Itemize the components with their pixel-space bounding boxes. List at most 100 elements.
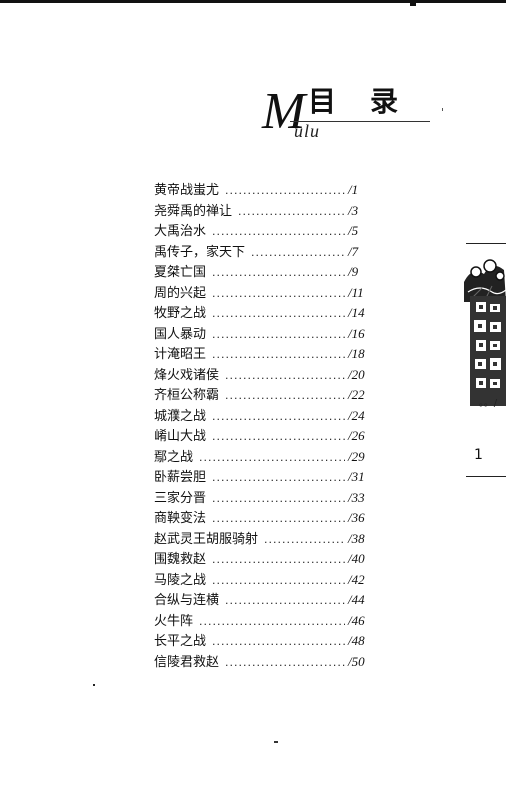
- toc-leader-dots: ........................................…: [212, 635, 345, 648]
- toc-entry[interactable]: 鄢之战.....................................…: [154, 447, 374, 468]
- toc-entry[interactable]: 烽火戏诸侯...................................…: [154, 365, 374, 386]
- toc-entry[interactable]: 三家分晋....................................…: [154, 488, 374, 509]
- print-speck: [93, 684, 95, 686]
- heading-underline: [290, 121, 430, 122]
- toc-entry[interactable]: 卧薪尝胆....................................…: [154, 467, 374, 488]
- toc-leader-dots: ........................................…: [225, 389, 345, 402]
- toc-entry[interactable]: 牧野之战....................................…: [154, 303, 374, 324]
- print-speck: [274, 741, 278, 743]
- toc-entry-title: 信陵君救赵: [154, 654, 220, 670]
- toc-entry-page: /46: [348, 612, 365, 628]
- toc-entry-title: 赵武灵王胡服骑射: [154, 531, 259, 547]
- toc-entry-title: 鄢之战: [154, 449, 194, 465]
- toc-leader-dots: ........................................…: [212, 266, 345, 279]
- heading-initial: M: [262, 83, 306, 140]
- toc-entry-page: /36: [348, 510, 365, 525]
- toc-leader-dots: ........................................…: [212, 512, 345, 525]
- toc-entry[interactable]: 国人暴动....................................…: [154, 324, 374, 345]
- toc-entry-title: 黄帝战蚩尤: [154, 183, 220, 198]
- toc-entry[interactable]: 商鞅变法....................................…: [154, 508, 374, 529]
- toc-leader-dots: ........................................…: [212, 307, 345, 320]
- toc-entry-title: 三家分晋: [154, 490, 207, 506]
- toc-entry-page: /16: [348, 325, 365, 341]
- toc-entry-page: /44: [348, 592, 365, 607]
- toc-entry[interactable]: 马陵之战....................................…: [154, 570, 374, 591]
- toc-entry-title: 国人暴动: [154, 326, 207, 342]
- toc-entry[interactable]: 大禹治水....................................…: [154, 221, 374, 242]
- flower-ornament-icon: [464, 259, 506, 302]
- side-rule-top: [466, 243, 506, 244]
- toc-entry-title: 大禹治水: [154, 224, 207, 239]
- toc-leader-dots: ........................................…: [212, 327, 345, 341]
- toc-entry-page: /29: [348, 448, 365, 464]
- toc-entry-page: /22: [348, 387, 365, 402]
- toc-entry-page: /24: [348, 407, 365, 423]
- toc-entry-page: /11: [348, 284, 364, 300]
- toc-entry-page: /42: [348, 571, 365, 587]
- toc-entry[interactable]: 周的兴起....................................…: [154, 283, 374, 304]
- toc-leader-dots: ........................................…: [264, 532, 345, 546]
- top-border-rule: [0, 0, 506, 3]
- toc-entry-title: 崤山大战: [154, 429, 207, 444]
- toc-entry-title: 商鞅变法: [154, 511, 207, 526]
- toc-entry-page: /38: [348, 530, 365, 546]
- toc-entry[interactable]: 城濮之战....................................…: [154, 406, 374, 427]
- toc-entry[interactable]: 火牛阵.....................................…: [154, 611, 374, 632]
- toc-entry-page: /31: [348, 469, 365, 484]
- toc-entry-title: 围魏救赵: [154, 552, 207, 567]
- toc-leader-dots: ........................................…: [212, 553, 345, 566]
- toc-leader-dots: ........................................…: [212, 491, 345, 505]
- toc-entry-page: /3: [348, 202, 359, 218]
- toc-leader-dots: ........................................…: [212, 225, 345, 238]
- toc-entry[interactable]: 夏桀亡国....................................…: [154, 262, 374, 283]
- toc-entry[interactable]: 黄帝战蚩尤...................................…: [154, 180, 374, 201]
- toc-entry-title: 禹传子，家天下: [154, 244, 246, 260]
- toc-entry[interactable]: 合纵与连横...................................…: [154, 590, 374, 611]
- toc-entry[interactable]: 信陵君救赵...................................…: [154, 652, 374, 673]
- toc-entry-title: 烽火戏诸侯: [154, 367, 220, 383]
- toc-leader-dots: ........................................…: [212, 409, 345, 423]
- page-number: 1: [474, 447, 483, 463]
- toc-entry[interactable]: 齐桓公称霸...................................…: [154, 385, 374, 406]
- top-border-mark: [410, 0, 416, 6]
- toc-entry-page: /7: [348, 243, 359, 259]
- side-rule-bottom: [466, 476, 506, 477]
- toc-leader-dots: ........................................…: [225, 368, 345, 382]
- toc-entry-page: /26: [348, 428, 365, 443]
- page-title: 目录: [308, 85, 433, 118]
- toc-entry[interactable]: 尧舜禹的禅让..................................…: [154, 201, 374, 222]
- toc-entry-title: 尧舜禹的禅让: [154, 203, 233, 219]
- decorative-band-icon: [470, 296, 506, 406]
- toc-entry-page: /9: [348, 264, 359, 279]
- toc-entry[interactable]: 围魏救赵....................................…: [154, 549, 374, 570]
- toc-entry-page: /33: [348, 489, 365, 505]
- toc-leader-dots: ........................................…: [212, 471, 345, 484]
- toc-leader-dots: ........................................…: [225, 184, 345, 197]
- toc-leader-dots: ........................................…: [212, 286, 345, 300]
- toc-entry[interactable]: 崤山大战....................................…: [154, 426, 374, 447]
- toc-entry[interactable]: 禹传子，家天下.................................…: [154, 242, 374, 263]
- toc-entry-title: 卧薪尝胆: [154, 470, 207, 485]
- toc-entry-page: /50: [348, 653, 365, 669]
- toc-entry-title: 合纵与连横: [154, 593, 220, 608]
- toc-entry-title: 马陵之战: [154, 572, 207, 588]
- toc-entry-page: /40: [348, 551, 365, 566]
- toc-entry-page: /18: [348, 346, 365, 361]
- side-dots: 。。/: [478, 398, 498, 409]
- toc-entry-title: 长平之战: [154, 634, 207, 649]
- toc-leader-dots: ........................................…: [238, 204, 345, 218]
- heading-subtitle: ulu: [294, 121, 321, 141]
- toc-entry-title: 计淹昭王: [154, 347, 207, 362]
- table-of-contents: 黄帝战蚩尤...................................…: [154, 180, 374, 672]
- toc-leader-dots: ........................................…: [199, 450, 345, 464]
- toc-entry[interactable]: 赵武灵王胡服骑射................................…: [154, 529, 374, 550]
- toc-entry[interactable]: 计淹昭王....................................…: [154, 344, 374, 365]
- toc-entry-page: /1: [348, 182, 359, 197]
- toc-leader-dots: ........................................…: [199, 614, 345, 628]
- toc-entry-page: /20: [348, 366, 365, 382]
- toc-entry-title: 夏桀亡国: [154, 265, 207, 280]
- toc-leader-dots: ........................................…: [212, 348, 345, 361]
- toc-leader-dots: ........................................…: [225, 594, 345, 607]
- toc-leader-dots: ........................................…: [212, 573, 345, 587]
- toc-entry[interactable]: 长平之战....................................…: [154, 631, 374, 652]
